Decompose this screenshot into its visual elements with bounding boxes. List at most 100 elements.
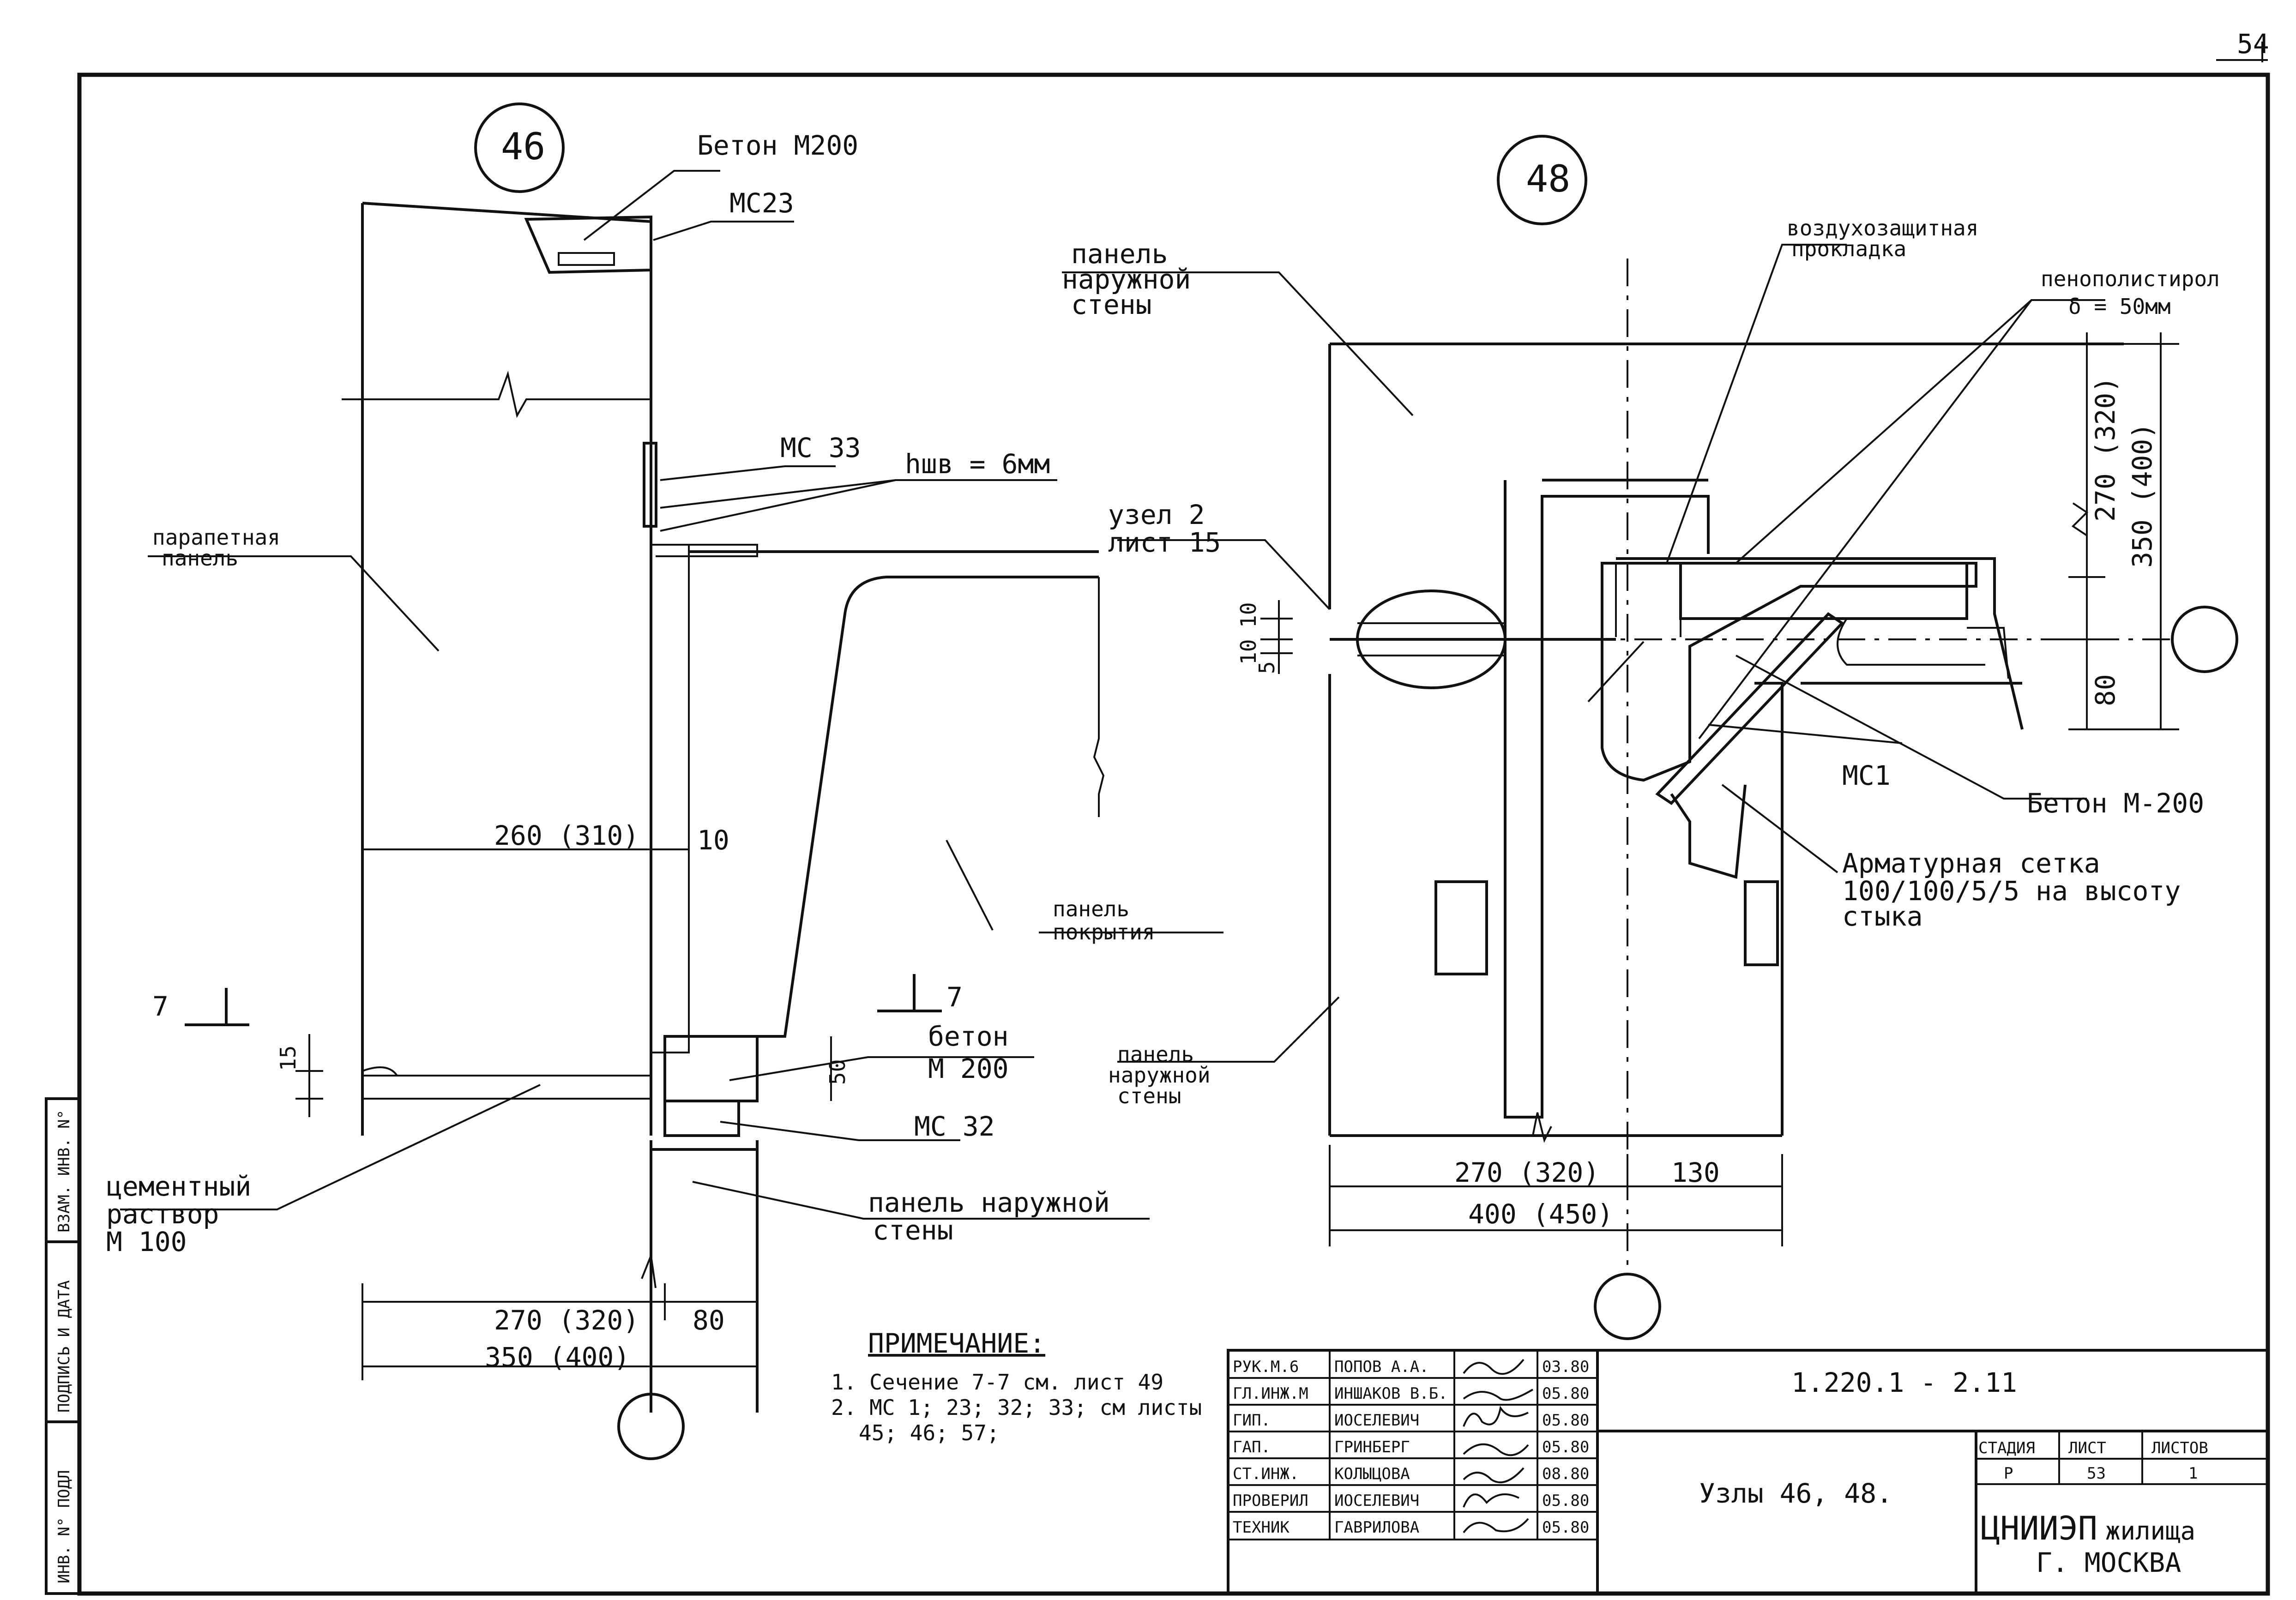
label-ms33: МС 33: [780, 432, 861, 463]
doc-code: 1.220.1 - 2.11: [1791, 1367, 2017, 1398]
date-1: 05.80: [1542, 1384, 1589, 1403]
sheets-value: 1: [2188, 1464, 2198, 1483]
name-2: ИОСЕЛЕВИЧ: [1334, 1411, 1419, 1430]
role-1: ГЛ.ИНЖ.М: [1233, 1384, 1308, 1403]
dim-270-48h: 270 (320): [1454, 1157, 1599, 1188]
label-ext-wall-bot-3: стены: [1117, 1083, 1181, 1108]
label-ext-wall-top-1: панель: [1071, 238, 1168, 270]
sheet-header: ЛИСТ: [2068, 1439, 2106, 1457]
role-5: ПРОВЕРИЛ: [1233, 1492, 1308, 1510]
node-48-number: 48: [1526, 157, 1570, 200]
label-ext-wall-bot-2: наружной: [1108, 1063, 1211, 1088]
node-48-circle: [1497, 135, 1587, 225]
date-5: 05.80: [1542, 1492, 1589, 1510]
role-0: РУК.М.6: [1233, 1358, 1299, 1376]
node-46-number: 46: [501, 125, 545, 168]
label-air-2: прокладка: [1791, 236, 1906, 261]
name-0: ПОПОВ А.А.: [1334, 1358, 1429, 1376]
label-beton-m200-2: М 200: [928, 1053, 1009, 1084]
org-name-1: ЦНИИЭП: [1981, 1510, 2097, 1547]
label-parapet-1: парапетная: [152, 525, 280, 550]
node-46-circle: [474, 102, 565, 193]
label-ms1: МС1: [1842, 760, 1891, 791]
label-mesh-1: Арматурная сетка: [1842, 848, 2100, 879]
dim-15: 15: [276, 1046, 301, 1071]
dim-350-48v: 350 (400): [2127, 423, 2158, 568]
notes-line3: 45; 46; 57;: [859, 1420, 1000, 1445]
notes-line2: 2. МС 1; 23; 32; 33; см листы: [831, 1395, 1202, 1420]
node-46: 46: [106, 102, 1223, 1460]
left-strip: ИНВ. N° ПОДЛ ПОДПИСЬ И ДАТА ВЗАМ. ИНВ. N…: [45, 1097, 81, 1595]
date-3: 05.80: [1542, 1438, 1589, 1456]
notes-line1: 1. Сечение 7-7 см. лист 49: [831, 1370, 1163, 1395]
node-48: 48: [1062, 135, 2238, 1340]
org-city: Г. МОСКВА: [2036, 1547, 2181, 1578]
role-4: СТ.ИНЖ.: [1233, 1465, 1299, 1483]
label-foam-1: пенополистирол: [2041, 266, 2220, 291]
date-6: 05.80: [1542, 1518, 1589, 1537]
label-roof-panel-1: панель: [1053, 896, 1129, 921]
name-3: ГРИНБЕРГ: [1334, 1438, 1410, 1456]
section-right: 7: [946, 981, 963, 1013]
dim-80-48v: 80: [2090, 674, 2121, 706]
sheet-value: 53: [2087, 1464, 2106, 1483]
label-weld: hшв = 6мм: [905, 448, 1050, 480]
frame: 54: [77, 28, 2270, 1596]
notes-title: ПРИМЕЧАНИЕ:: [868, 1328, 1045, 1359]
label-mortar-1: цементный: [106, 1171, 251, 1202]
strip-inv-podl: ИНВ. N° ПОДЛ: [55, 1470, 73, 1583]
label-roof-panel-2: покрытия: [1053, 920, 1155, 944]
name-4: КОЛЫЦОВА: [1334, 1465, 1410, 1483]
dim-10a: 10: [1236, 602, 1261, 628]
label-mesh-3: стыка: [1842, 901, 1923, 932]
label-mesh-2: 100/100/5/5 на высоту: [1842, 875, 2181, 907]
strip-vzam: ВЗАМ. ИНВ. N°: [55, 1110, 73, 1233]
label-ext-wall-1: панель наружной: [868, 1187, 1110, 1218]
label-ext-wall-2: стены: [873, 1215, 953, 1246]
strip-podpis: ПОДПИСЬ И ДАТА: [55, 1280, 73, 1413]
label-mortar-2: раствор: [106, 1198, 219, 1230]
title-block-rows: РУК.М.6 ГЛ.ИНЖ.М ГИП. ГАП. СТ.ИНЖ. ПРОВЕ…: [1228, 1358, 1597, 1540]
label-mortar-3: М 100: [106, 1226, 187, 1257]
dim-400: 400 (450): [1468, 1198, 1613, 1230]
label-uzel-2: лист 15: [1108, 527, 1221, 558]
dim-10: 10: [697, 824, 729, 856]
stage-value: Р: [2004, 1464, 2013, 1483]
date-0: 03.80: [1542, 1358, 1589, 1376]
stage-header: СТАДИЯ: [1978, 1439, 2035, 1457]
page-number: 54: [2237, 28, 2269, 60]
label-ext-wall-top-3: стены: [1071, 289, 1152, 320]
date-2: 05.80: [1542, 1411, 1589, 1430]
label-beton-top: Бетон М200: [697, 130, 858, 161]
label-beton-48: Бетон М-200: [2027, 788, 2204, 819]
section-left: 7: [152, 991, 169, 1022]
dim-80-46: 80: [693, 1305, 725, 1336]
label-air-1: воздухозащитная: [1787, 216, 1978, 241]
dim-260: 260 (310): [494, 820, 639, 851]
title-block: РУК.М.6 ГЛ.ИНЖ.М ГИП. ГАП. СТ.ИНЖ. ПРОВЕ…: [1227, 1349, 2269, 1595]
label-uzel-1: узел 2: [1108, 499, 1205, 530]
label-ms23: МС23: [729, 187, 794, 219]
date-4: 08.80: [1542, 1465, 1589, 1483]
doc-title: Узлы 46, 48.: [1699, 1478, 1892, 1509]
dim-5: 5: [1254, 661, 1279, 674]
dim-350-46: 350 (400): [485, 1341, 630, 1373]
label-ms32: МС 32: [914, 1111, 995, 1142]
label-ext-wall-top-2: наружной: [1062, 264, 1191, 295]
dim-130: 130: [1671, 1157, 1720, 1188]
dim-10b: 10: [1236, 639, 1261, 665]
sheets-header: ЛИСТОВ: [2151, 1439, 2208, 1457]
role-6: ТЕХНИК: [1233, 1518, 1290, 1537]
notes: ПРИМЕЧАНИЕ: 1. Сечение 7-7 см. лист 49 2…: [831, 1328, 1202, 1445]
name-5: ИОСЕЛЕВИЧ: [1334, 1492, 1419, 1510]
label-ext-wall-bot-1: панель: [1117, 1042, 1194, 1067]
label-parapet-2: панель: [162, 546, 238, 571]
dim-270-48v: 270 (320): [2090, 377, 2121, 522]
dim-50: 50: [825, 1059, 850, 1085]
org-name-2: жилища: [2105, 1516, 2195, 1546]
role-2: ГИП.: [1233, 1411, 1271, 1430]
dim-270-46: 270 (320): [494, 1305, 639, 1336]
name-6: ГАВРИЛОВА: [1334, 1518, 1419, 1537]
